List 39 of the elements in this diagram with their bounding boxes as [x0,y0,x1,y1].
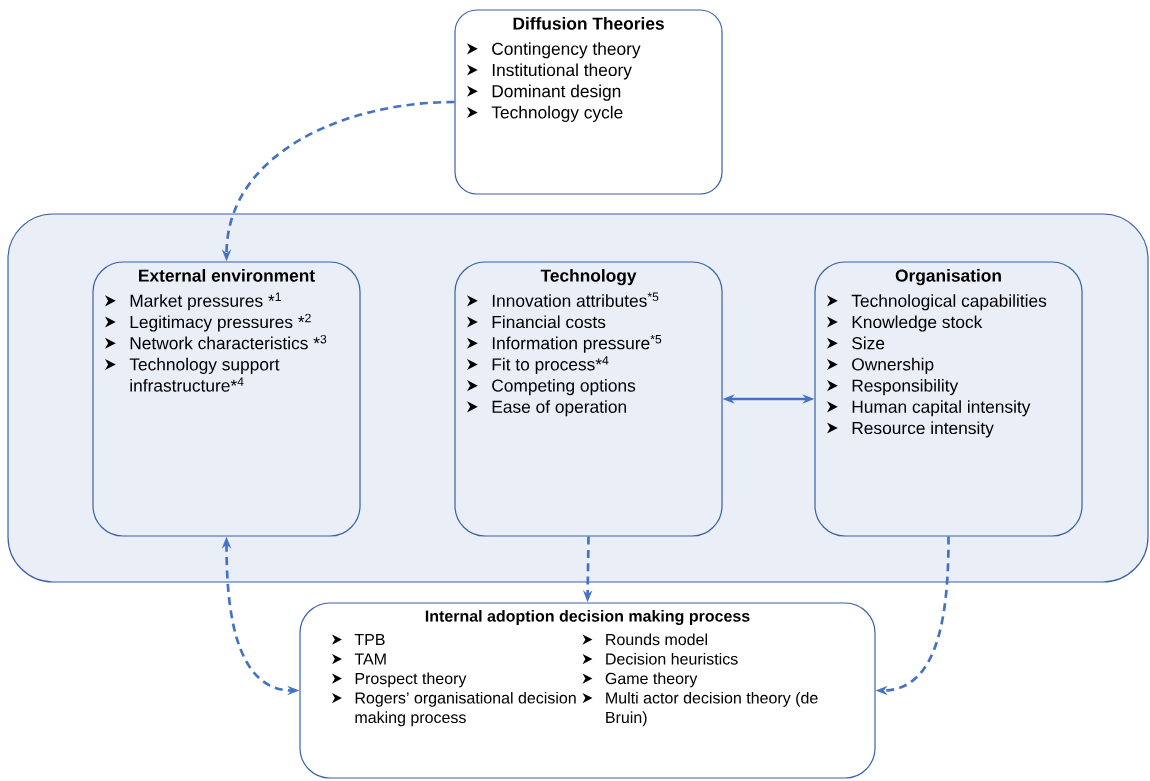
box-heading: Internal adoption decision making process [425,610,750,625]
list-item: Technology cycle [491,105,623,122]
box-heading: Organisation [895,269,1001,286]
topic-box [814,261,1083,537]
list-item: Network characteristics *$^{3}$ [130,334,327,350]
list-item: Innovation attributes$^{*5}$ [492,292,659,307]
list-item: Knowledge stock [852,315,983,332]
list-item: Competing options [492,379,636,396]
list-item: Dominant design [492,84,621,101]
box-heading: Technology [540,269,637,286]
list-item: Financial costs [492,315,606,329]
list-item: Ease of operation [492,400,626,417]
topic-box [454,261,723,537]
box-heading: External environment [139,269,315,282]
list-item: TAM [354,653,386,665]
list-item: Rounds model [606,633,707,646]
list-item: Technological capabilities [851,294,1047,311]
list-item: Decision heuristics [606,652,738,665]
box-heading: Diffusion Theories [513,17,664,30]
list-item: Technology support infrastructure*$^{4}$ [129,357,280,392]
list-item: Human capital intensity [852,400,1031,417]
list-item: Market pressures *$^{1}$ [130,292,281,311]
list-item: Legitimacy pressures *$^{2}$ [130,313,311,332]
list-item: Information pressure$^{*5}$ [492,335,662,353]
list-item: Prospect theory [355,672,467,688]
list-item: Game theory [605,672,698,688]
list-item: Fit to process*$^{4}$ [492,356,609,374]
list-item: Rogers’ organisational decision making process [355,691,576,727]
list-item: Size [852,336,885,350]
list-item: Multi actor decision theory (de Bruin) [606,691,818,727]
topic-box [454,9,723,195]
list-item: Ownership [852,357,934,374]
list-item: Responsibility [852,379,959,396]
list-item: Contingency theory [492,42,641,59]
list-item: TPB [354,634,385,646]
list-item: Resource intensity [852,421,994,438]
topic-box [299,602,876,779]
topic-box [92,261,361,537]
list-item: Institutional theory [492,63,632,80]
